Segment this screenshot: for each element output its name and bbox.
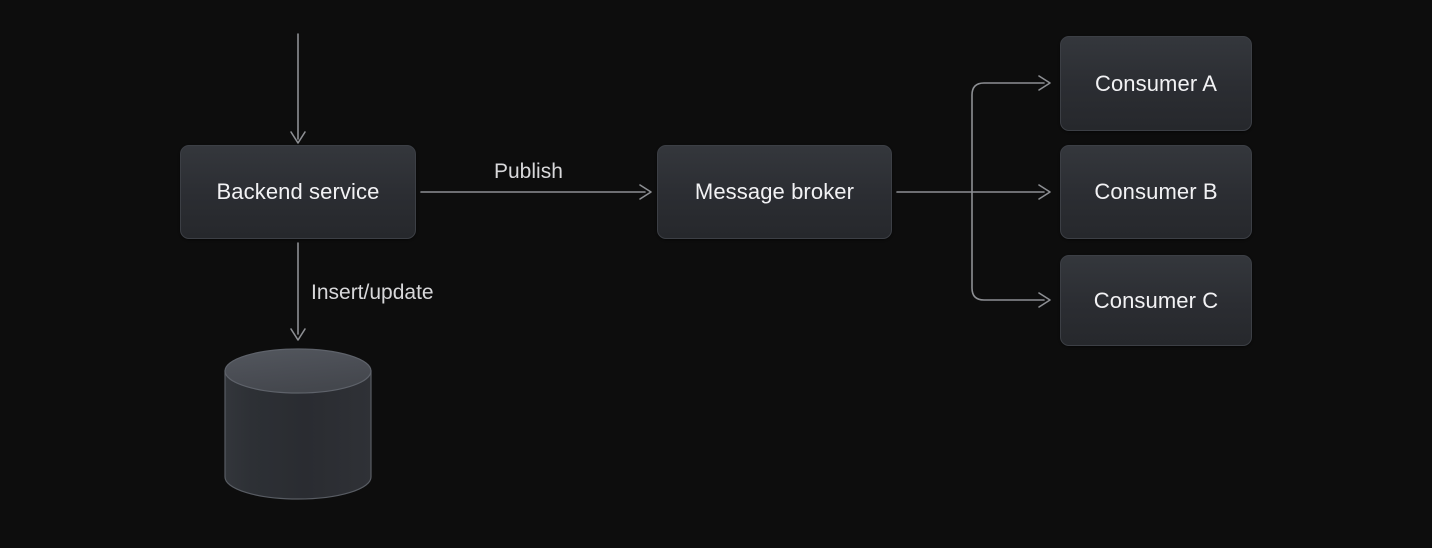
node-message-broker[interactable]: Message broker [657,145,892,239]
node-consumer-c[interactable]: Consumer C [1060,255,1252,346]
node-consumer-c-label: Consumer C [1093,287,1219,313]
edge-backend-to-broker [420,184,652,200]
edge-broker-to-consumer-a [971,75,1051,193]
node-consumer-b-label: Consumer B [1094,179,1218,204]
edge-broker-to-consumer-c [971,191,1051,308]
edge-incoming-to-backend [290,33,306,144]
edge-broker-to-consumer-b [971,184,1051,200]
edge-label-insert-update: Insert/update [311,281,434,304]
node-backend-service[interactable]: Backend service [180,145,416,239]
edge-label-publish: Publish [494,160,563,183]
node-database-cylinder[interactable] [224,348,372,500]
edge-backend-to-database [290,242,306,341]
database-top [224,348,372,394]
node-consumer-a[interactable]: Consumer A [1060,36,1252,131]
database-body [224,370,372,500]
node-consumer-b[interactable]: Consumer B [1060,145,1252,239]
node-message-broker-label: Message broker [694,179,855,204]
node-consumer-a-label: Consumer A [1094,70,1218,96]
node-backend-service-label: Backend service [216,179,380,204]
